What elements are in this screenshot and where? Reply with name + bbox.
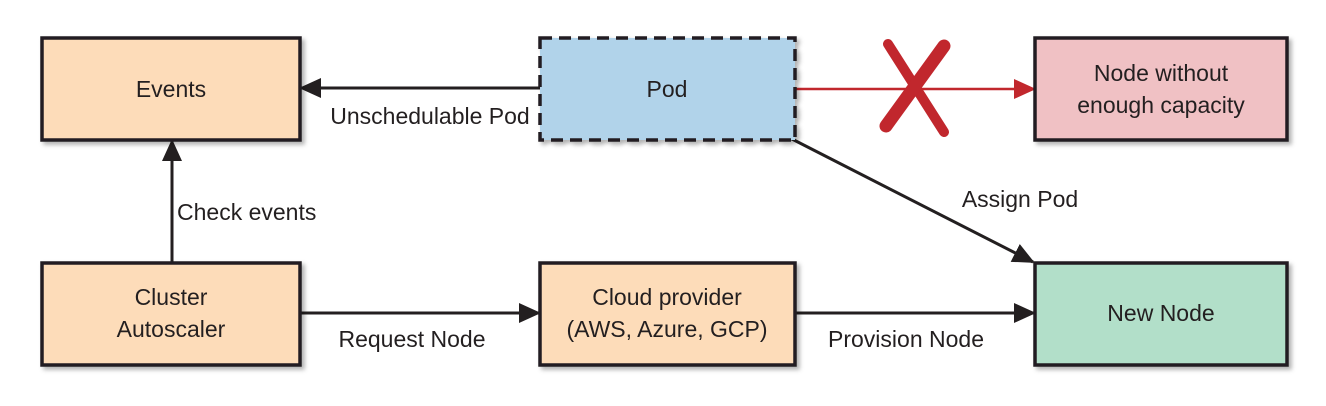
edge-unschedulable-pod: Unschedulable Pod — [299, 78, 540, 129]
node-cluster-autoscaler: Cluster Autoscaler — [40, 261, 302, 367]
node-events: Events — [40, 36, 302, 142]
edge-check-events: Check events — [162, 139, 316, 263]
edge-assign-pod: Assign Pod — [789, 136, 1078, 264]
edge-label-assign-pod: Assign Pod — [962, 186, 1078, 212]
node-cluster-autoscaler-label-1: Cluster — [135, 284, 208, 310]
node-new-node-label: New Node — [1107, 300, 1214, 326]
node-without-capacity-label-2: enough capacity — [1077, 92, 1245, 118]
node-pod-label: Pod — [647, 76, 688, 102]
node-without-capacity-label-1: Node without — [1094, 60, 1229, 86]
node-without-capacity: Node without enough capacity — [1033, 36, 1289, 142]
node-pod: Pod — [538, 36, 797, 142]
edge-provision-node: Provision Node — [795, 303, 1036, 352]
node-cloud-provider-label-1: Cloud provider — [592, 284, 742, 310]
node-cloud-provider-label-2: (AWS, Azure, GCP) — [566, 316, 767, 342]
node-new-node: New Node — [1033, 261, 1289, 367]
edge-label-request-node: Request Node — [338, 326, 485, 352]
node-cluster-autoscaler-label-2: Autoscaler — [117, 316, 226, 342]
edge-request-node: Request Node — [300, 303, 541, 352]
node-events-label: Events — [136, 76, 206, 102]
node-cloud-provider: Cloud provider (AWS, Azure, GCP) — [538, 261, 797, 367]
edge-label-check-events: Check events — [177, 199, 316, 225]
edge-label-unschedulable-pod: Unschedulable Pod — [330, 103, 529, 129]
edge-label-provision-node: Provision Node — [828, 326, 984, 352]
x-mark-icon — [879, 39, 951, 137]
edge-rejected — [795, 39, 1036, 137]
